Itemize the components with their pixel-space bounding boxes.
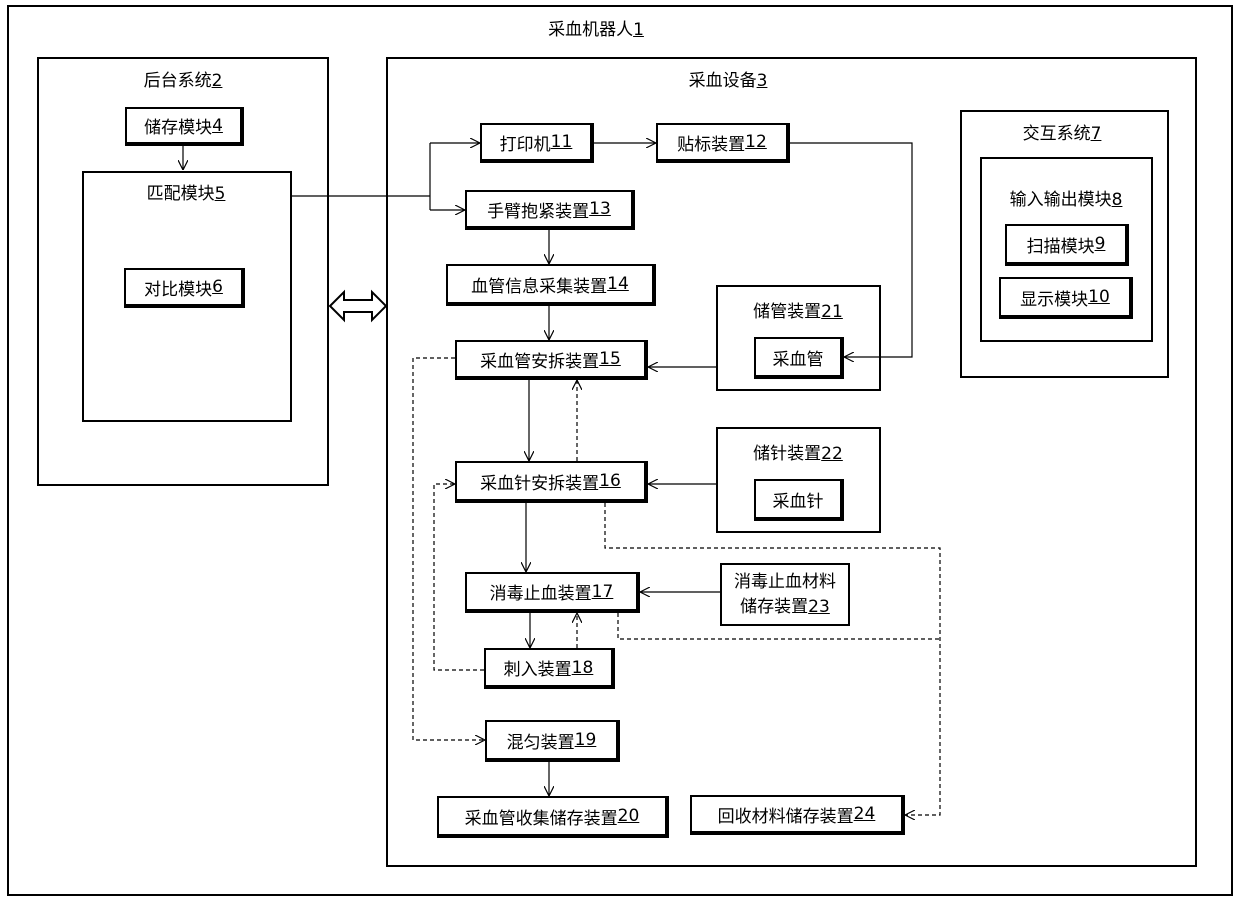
equipment-num: 3 — [757, 71, 768, 91]
mixer-num: 19 — [575, 730, 597, 750]
material-store-label-line2: 储存装置 — [740, 597, 808, 617]
puncture-node: 刺入装置18 — [484, 648, 615, 689]
printer-node: 打印机11 — [480, 123, 594, 163]
recycle-store-node: 回收材料储存装置24 — [690, 795, 905, 835]
recycle-store-label: 回收材料储存装置 — [718, 802, 854, 827]
labeler-num: 12 — [745, 132, 767, 152]
display-module-num: 10 — [1088, 287, 1110, 307]
matching-module-title: 匹配模块5 — [147, 179, 226, 204]
matching-module-num: 5 — [215, 184, 226, 204]
io-module-title: 输入输出模块8 — [1010, 185, 1123, 210]
scan-module-num: 9 — [1095, 234, 1106, 254]
tube-collector-label: 采血管收集储存装置 — [465, 804, 618, 829]
tube-store-num: 21 — [821, 302, 843, 322]
mixer-label: 混匀装置 — [507, 728, 575, 753]
equipment-label: 采血设备 — [689, 71, 757, 91]
needle-mount-num: 16 — [599, 471, 621, 491]
blood-needle-node: 采血针 — [754, 479, 844, 521]
interaction-title: 交互系统7 — [1023, 119, 1102, 144]
puncture-label: 刺入装置 — [504, 655, 572, 680]
tube-mount-label: 采血管安拆装置 — [480, 347, 599, 372]
needle-mount-label: 采血针安拆装置 — [480, 469, 599, 494]
recycle-store-num: 24 — [854, 804, 876, 824]
mixer-node: 混匀装置19 — [485, 720, 620, 762]
tube-store-title: 储管装置21 — [753, 297, 843, 322]
backend-num: 2 — [212, 71, 223, 91]
compare-module-label: 对比模块 — [144, 275, 212, 300]
interaction-num: 7 — [1091, 124, 1102, 144]
needle-store-num: 22 — [821, 444, 843, 464]
robot-num: 1 — [633, 20, 644, 40]
interaction-label: 交互系统 — [1023, 124, 1091, 144]
arm-clamp-label: 手臂抱紧装置 — [487, 197, 589, 222]
needle-store-label: 储针装置 — [753, 444, 821, 464]
robot-title: 采血机器人1 — [548, 15, 644, 40]
tube-collector-node: 采血管收集储存装置20 — [437, 796, 669, 838]
scan-module: 扫描模块9 — [1005, 224, 1129, 266]
tube-mount-node: 采血管安拆装置15 — [455, 340, 648, 380]
robot-label: 采血机器人 — [548, 20, 633, 40]
blood-tube-node: 采血管 — [754, 337, 844, 379]
compare-module-num: 6 — [212, 277, 223, 297]
disinfect-label: 消毒止血装置 — [490, 579, 592, 604]
printer-num: 11 — [551, 132, 573, 152]
labeler-label: 贴标装置 — [677, 130, 745, 155]
vessel-info-node: 血管信息采集装置14 — [446, 264, 656, 306]
equipment-title: 采血设备3 — [689, 66, 768, 91]
arm-clamp-node: 手臂抱紧装置13 — [465, 190, 635, 230]
needle-mount-node: 采血针安拆装置16 — [455, 461, 648, 503]
tube-store-label: 储管装置 — [753, 302, 821, 322]
puncture-num: 18 — [572, 658, 594, 678]
compare-module: 对比模块6 — [124, 268, 245, 308]
display-module-label: 显示模块 — [1020, 285, 1088, 310]
vessel-info-label: 血管信息采集装置 — [471, 272, 607, 297]
material-store-num: 23 — [808, 597, 830, 617]
storage-module-num: 4 — [212, 116, 223, 136]
printer-label: 打印机 — [500, 130, 551, 155]
tube-mount-num: 15 — [599, 349, 621, 369]
io-module-label: 输入输出模块 — [1010, 190, 1112, 210]
matching-module-label: 匹配模块 — [147, 184, 215, 204]
disinfect-node: 消毒止血装置17 — [465, 572, 640, 613]
disinfect-num: 17 — [592, 582, 614, 602]
tube-collector-num: 20 — [618, 806, 640, 826]
storage-module-label: 储存模块 — [144, 113, 212, 138]
display-module: 显示模块10 — [999, 277, 1133, 319]
material-store-node: 消毒止血材料 储存装置23 — [720, 563, 850, 626]
storage-module: 储存模块4 — [125, 107, 244, 146]
io-module-num: 8 — [1112, 190, 1123, 210]
needle-store-title: 储针装置22 — [753, 439, 843, 464]
backend-title: 后台系统2 — [144, 66, 223, 91]
material-store-label-line1: 消毒止血材料 — [734, 570, 836, 595]
blood-needle-label: 采血针 — [773, 487, 824, 512]
arm-clamp-num: 13 — [589, 199, 611, 219]
vessel-info-num: 14 — [607, 274, 629, 294]
blood-tube-label: 采血管 — [773, 345, 824, 370]
scan-module-label: 扫描模块 — [1027, 232, 1095, 257]
labeler-node: 贴标装置12 — [656, 123, 790, 163]
backend-label: 后台系统 — [144, 71, 212, 91]
